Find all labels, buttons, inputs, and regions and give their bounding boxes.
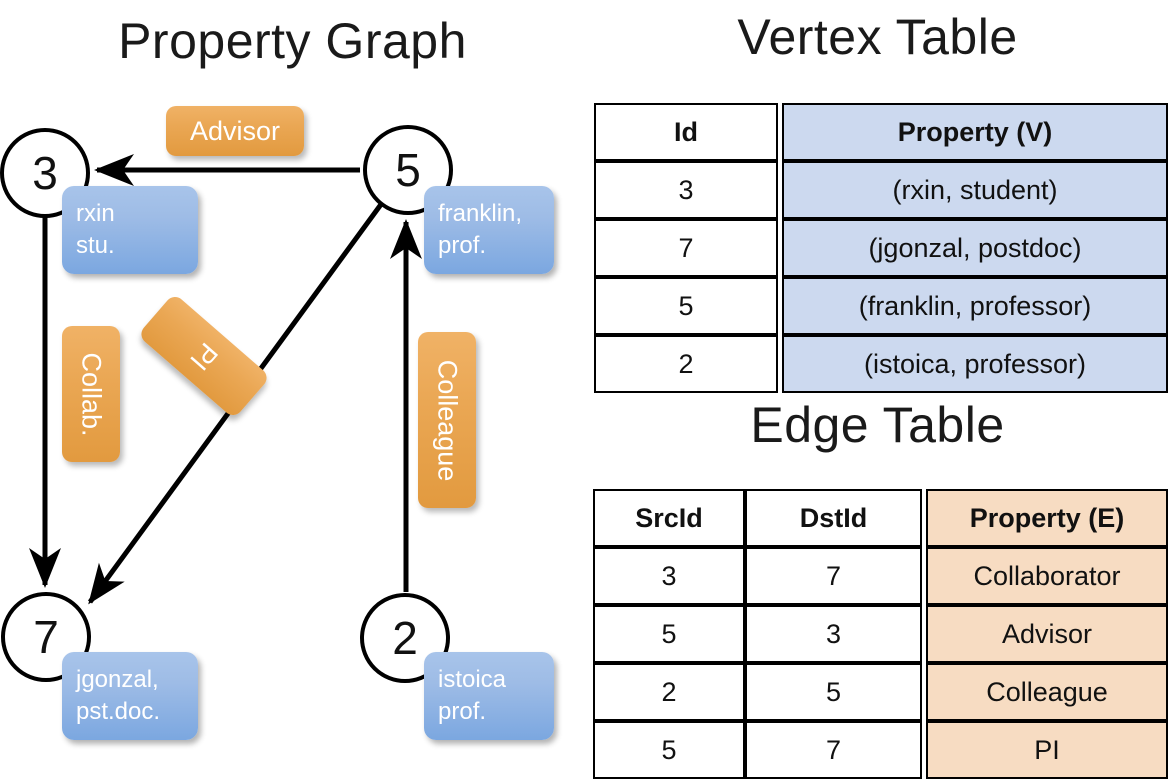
edge-table-cell-dstid: 7 xyxy=(745,547,922,605)
vertex-table: Id Property (V) 3 (rxin, student) 7 (jgo… xyxy=(594,103,1168,393)
vertex-property-role-7: pst.doc. xyxy=(76,697,161,725)
edge-table-cell-dstid: 7 xyxy=(745,721,922,779)
table-row: 5 3 Advisor xyxy=(593,605,1168,663)
vertex-table-cell-property: (franklin, professor) xyxy=(782,277,1168,335)
edge-table-cell-property: Colleague xyxy=(926,663,1168,721)
edge-label-advisor: Advisor xyxy=(166,106,304,156)
edge-table-cell-srcid: 5 xyxy=(593,721,745,779)
graph-vertex-2-label: 2 xyxy=(392,612,418,664)
vertex-property-box-5: franklin, prof. xyxy=(424,186,554,274)
edge-label-advisor-text: Advisor xyxy=(189,115,281,146)
edge-table-cell-property: Advisor xyxy=(926,605,1168,663)
edge-table-cell-srcid: 5 xyxy=(593,605,745,663)
edge-table-header-property: Property (E) xyxy=(926,489,1168,547)
vertex-table-cell-id: 2 xyxy=(594,335,778,393)
vertex-table-cell-id: 5 xyxy=(594,277,778,335)
edge-table-cell-srcid: 2 xyxy=(593,663,745,721)
vertex-property-box-2: istoica prof. xyxy=(424,652,554,740)
table-row: 5 (franklin, professor) xyxy=(594,277,1168,335)
vertex-property-role-3: stu. xyxy=(76,231,115,259)
page-title-edge-table: Edge Table xyxy=(750,397,1005,453)
graph-vertex-5-label: 5 xyxy=(395,144,421,196)
table-row: 3 7 Collaborator xyxy=(593,547,1168,605)
table-row: 2 5 Colleague xyxy=(593,663,1168,721)
vertex-property-name-3: rxin xyxy=(76,200,115,227)
table-row: 2 (istoica, professor) xyxy=(594,335,1168,393)
graph-vertex-3-label: 3 xyxy=(32,147,58,199)
edge-table-header-srcid: SrcId xyxy=(593,489,745,547)
vertex-table-cell-property: (jgonzal, postdoc) xyxy=(782,219,1168,277)
vertex-property-name-2: istoica xyxy=(438,666,507,693)
edge-table-cell-dstid: 5 xyxy=(745,663,922,721)
edge-label-collaborator: Collab. xyxy=(62,326,120,462)
vertex-table-cell-property: (rxin, student) xyxy=(782,161,1168,219)
vertex-property-name-7: jgonzal, xyxy=(76,666,159,693)
vertex-table-cell-id: 3 xyxy=(594,161,778,219)
page-title-vertex-table: Vertex Table xyxy=(737,9,1018,65)
graph-vertex-7-label: 7 xyxy=(33,611,59,663)
vertex-property-box-7: jgonzal, pst.doc. xyxy=(62,652,198,740)
edge-label-collaborator-text: Collab. xyxy=(76,351,107,437)
edge-table: SrcId DstId Property (E) 3 7 Collaborato… xyxy=(593,489,1168,779)
vertex-property-role-2: prof. xyxy=(438,697,487,725)
vertex-property-name-5: franklin, xyxy=(438,200,523,227)
edge-table-cell-property: Collaborator xyxy=(926,547,1168,605)
property-graph-diagram: 3 5 7 2 rxin stu. franklin, prof. jgonza… xyxy=(0,0,585,760)
page-title-property-graph: Property Graph xyxy=(118,13,467,69)
vertex-property-box-3: rxin stu. xyxy=(62,186,198,274)
vertex-table-header-property: Property (V) xyxy=(782,103,1168,161)
edge-table-cell-srcid: 3 xyxy=(593,547,745,605)
edge-table-header-dstid: DstId xyxy=(745,489,922,547)
edge-label-colleague-text: Colleague xyxy=(432,359,463,481)
table-header-row: SrcId DstId Property (E) xyxy=(593,489,1168,547)
vertex-property-role-5: prof. xyxy=(438,231,487,259)
graph-vertex-5[interactable]: 5 xyxy=(363,125,453,215)
vertex-table-header-id: Id xyxy=(594,103,778,161)
graph-vertex-2[interactable]: 2 xyxy=(360,593,450,683)
edge-table-cell-dstid: 3 xyxy=(745,605,922,663)
edge-label-pi-text: PI xyxy=(184,336,225,376)
table-row: 7 (jgonzal, postdoc) xyxy=(594,219,1168,277)
table-header-row: Id Property (V) xyxy=(594,103,1168,161)
vertex-table-cell-property: (istoica, professor) xyxy=(782,335,1168,393)
vertex-table-cell-id: 7 xyxy=(594,219,778,277)
edge-table-cell-property: PI xyxy=(926,721,1168,779)
table-row: 3 (rxin, student) xyxy=(594,161,1168,219)
edge-label-colleague: Colleague xyxy=(418,332,476,508)
table-row: 5 7 PI xyxy=(593,721,1168,779)
